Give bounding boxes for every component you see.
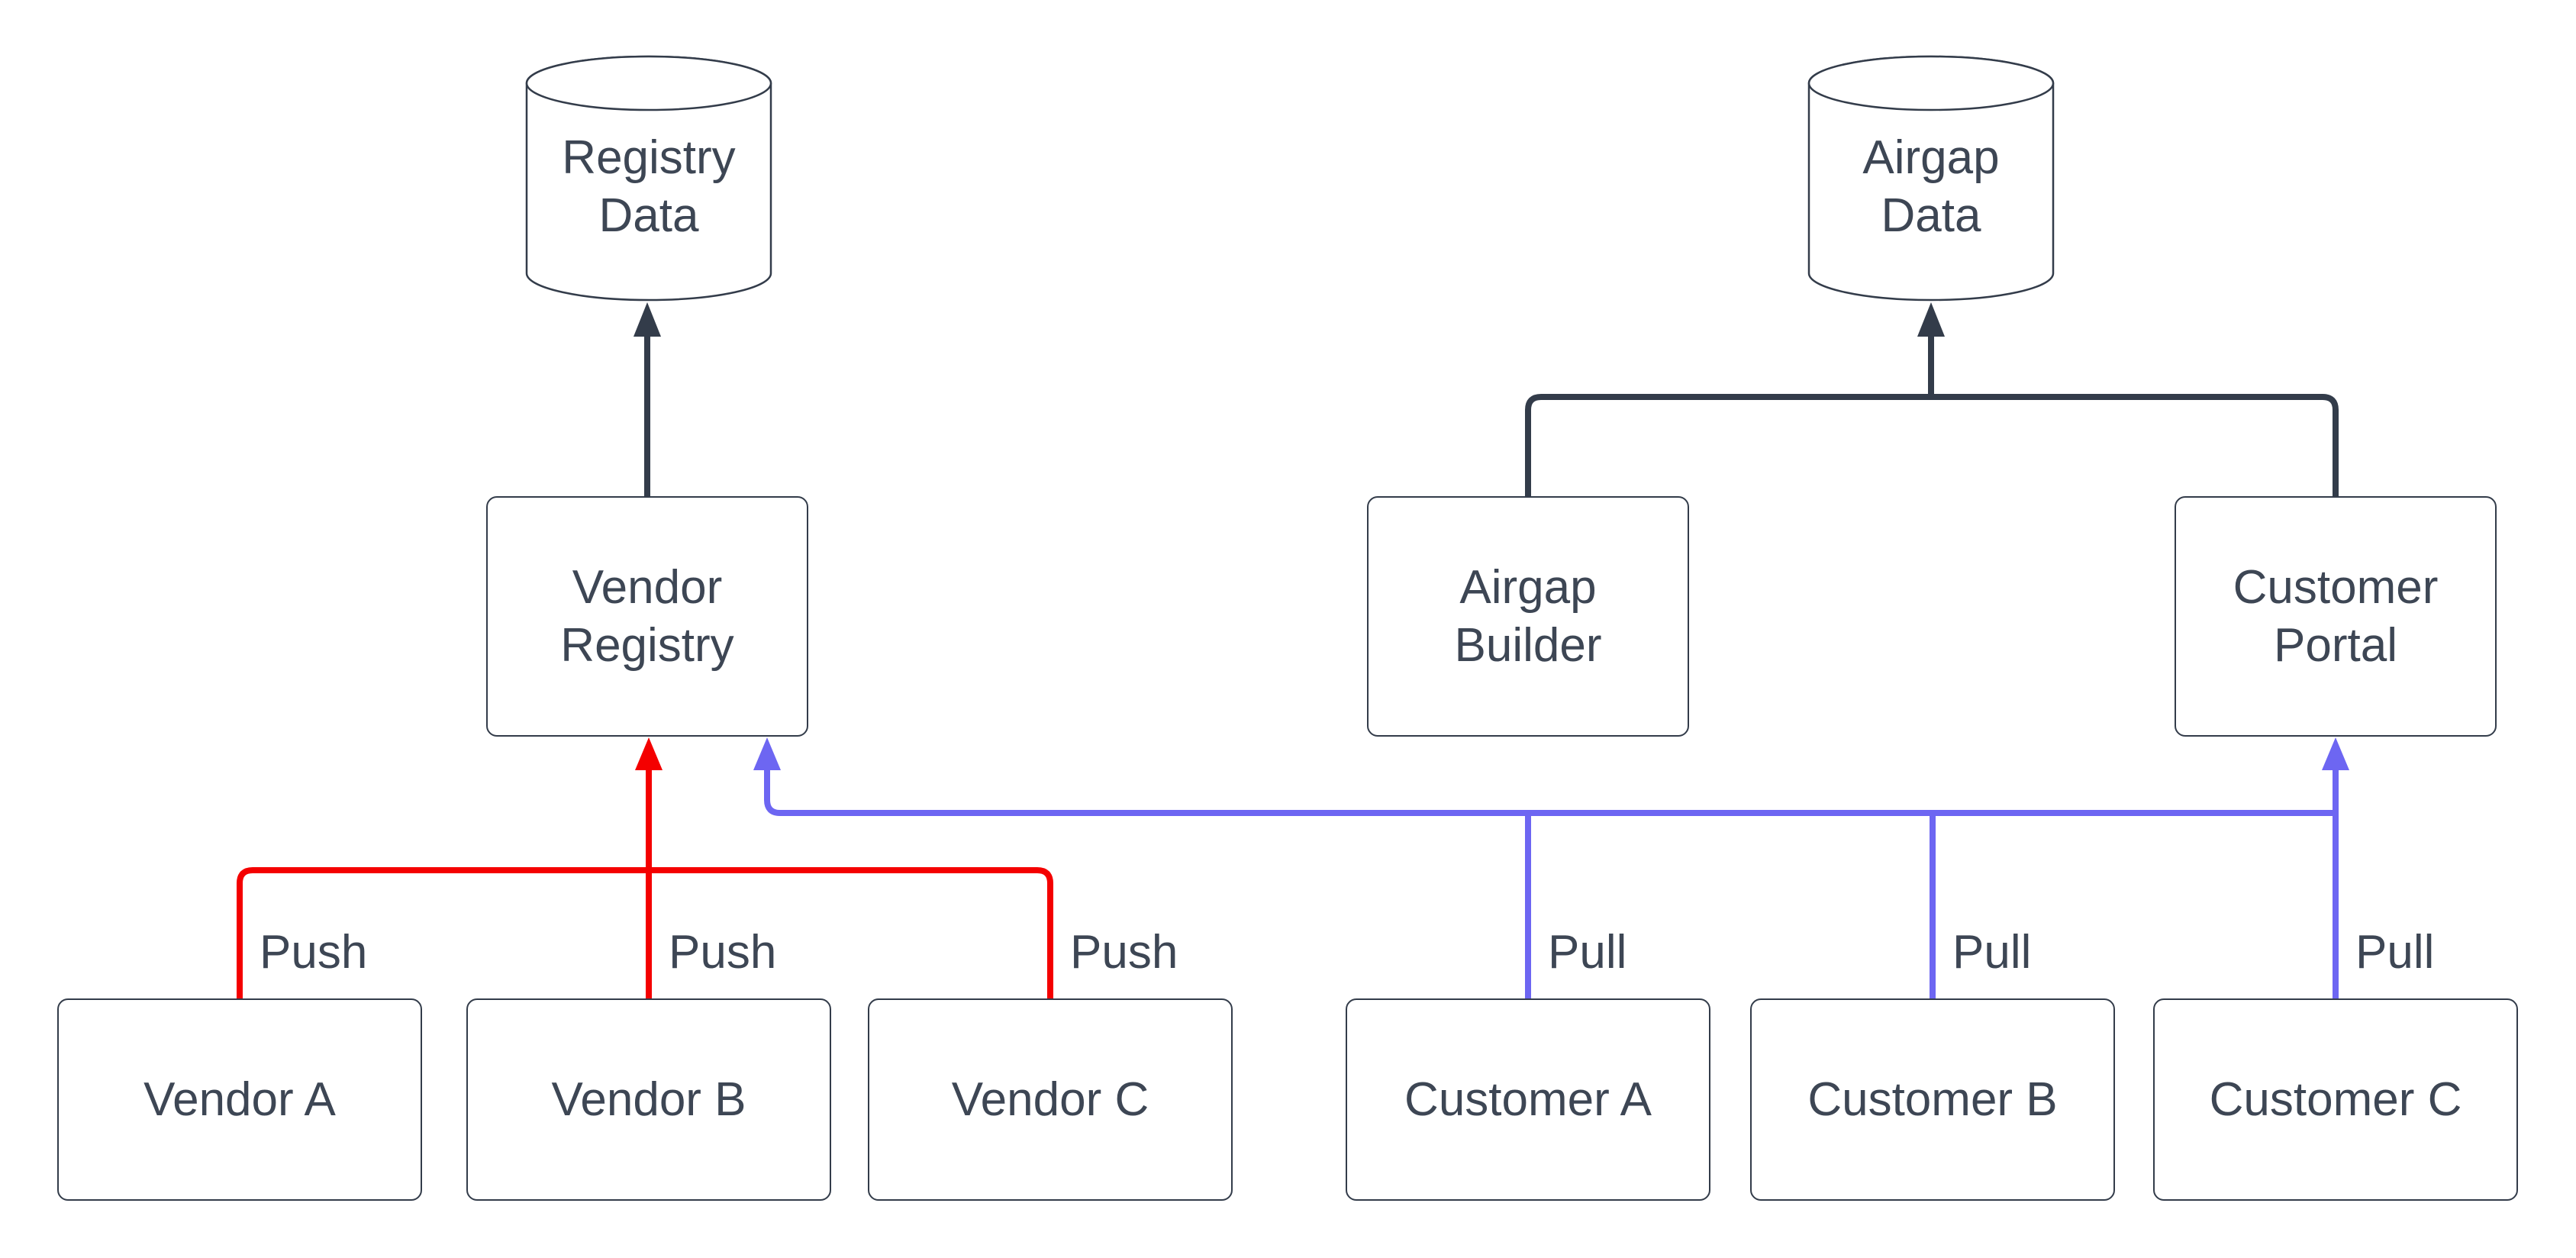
vendor-registry-line2: Registry bbox=[560, 618, 734, 672]
customer-portal-line1: Customer bbox=[2233, 560, 2439, 614]
edge-label-pull-c: Pull bbox=[2355, 926, 2435, 979]
arrowhead-pull-vendor-registry bbox=[753, 737, 781, 770]
vendor-registry-line1: Vendor bbox=[572, 560, 723, 614]
registry-data-line2: Data bbox=[598, 189, 699, 242]
node-vendor-registry: Vendor Registry bbox=[486, 496, 808, 737]
node-registry-data-label: Registry Data bbox=[527, 92, 771, 282]
node-vendor-c: Vendor C bbox=[868, 998, 1233, 1201]
edge-airgap-builder-customer-portal-trunk bbox=[1525, 394, 2339, 496]
airgap-builder-line1: Airgap bbox=[1459, 560, 1597, 614]
vendor-b-label: Vendor B bbox=[551, 1073, 746, 1126]
edge-label-push-c: Push bbox=[1070, 926, 1178, 979]
customer-portal-line2: Portal bbox=[2274, 618, 2397, 672]
edge-label-pull-a: Pull bbox=[1548, 926, 1627, 979]
node-vendor-a: Vendor A bbox=[57, 998, 422, 1201]
arrowhead-airgap-data bbox=[1917, 302, 1945, 337]
edge-label-push-b: Push bbox=[669, 926, 777, 979]
cylinder-airgap-data-rim bbox=[1807, 55, 2055, 111]
customer-b-label: Customer B bbox=[1807, 1073, 2058, 1126]
edge-push-vendor-c bbox=[649, 867, 1053, 998]
edge-push-vendor-a bbox=[237, 867, 649, 998]
node-customer-c: Customer C bbox=[2153, 998, 2518, 1201]
customer-a-label: Customer A bbox=[1404, 1073, 1652, 1126]
airgap-data-line1: Airgap bbox=[1862, 131, 2000, 184]
edge-label-push-a: Push bbox=[260, 926, 368, 979]
registry-data-line1: Registry bbox=[562, 131, 736, 184]
cylinder-registry-data-rim bbox=[525, 55, 772, 111]
node-customer-a: Customer A bbox=[1346, 998, 1710, 1201]
node-customer-b: Customer B bbox=[1750, 998, 2115, 1201]
edge-pull-bus bbox=[764, 770, 2336, 816]
node-airgap-data-label: Airgap Data bbox=[1809, 92, 2053, 282]
arrowhead-pull-customer-portal bbox=[2322, 737, 2349, 770]
node-airgap-builder: Airgap Builder bbox=[1367, 496, 1689, 737]
customer-c-label: Customer C bbox=[2209, 1073, 2462, 1126]
airgap-builder-line2: Builder bbox=[1454, 618, 1602, 672]
airgap-data-line2: Data bbox=[1881, 189, 1981, 242]
arrowhead-push-vendor-registry bbox=[635, 737, 663, 770]
node-vendor-b: Vendor B bbox=[466, 998, 831, 1201]
arrowhead-registry-data bbox=[634, 302, 661, 337]
node-customer-portal: Customer Portal bbox=[2175, 496, 2497, 737]
vendor-c-label: Vendor C bbox=[951, 1073, 1149, 1126]
edge-label-pull-b: Pull bbox=[1952, 926, 2032, 979]
vendor-a-label: Vendor A bbox=[143, 1073, 336, 1126]
